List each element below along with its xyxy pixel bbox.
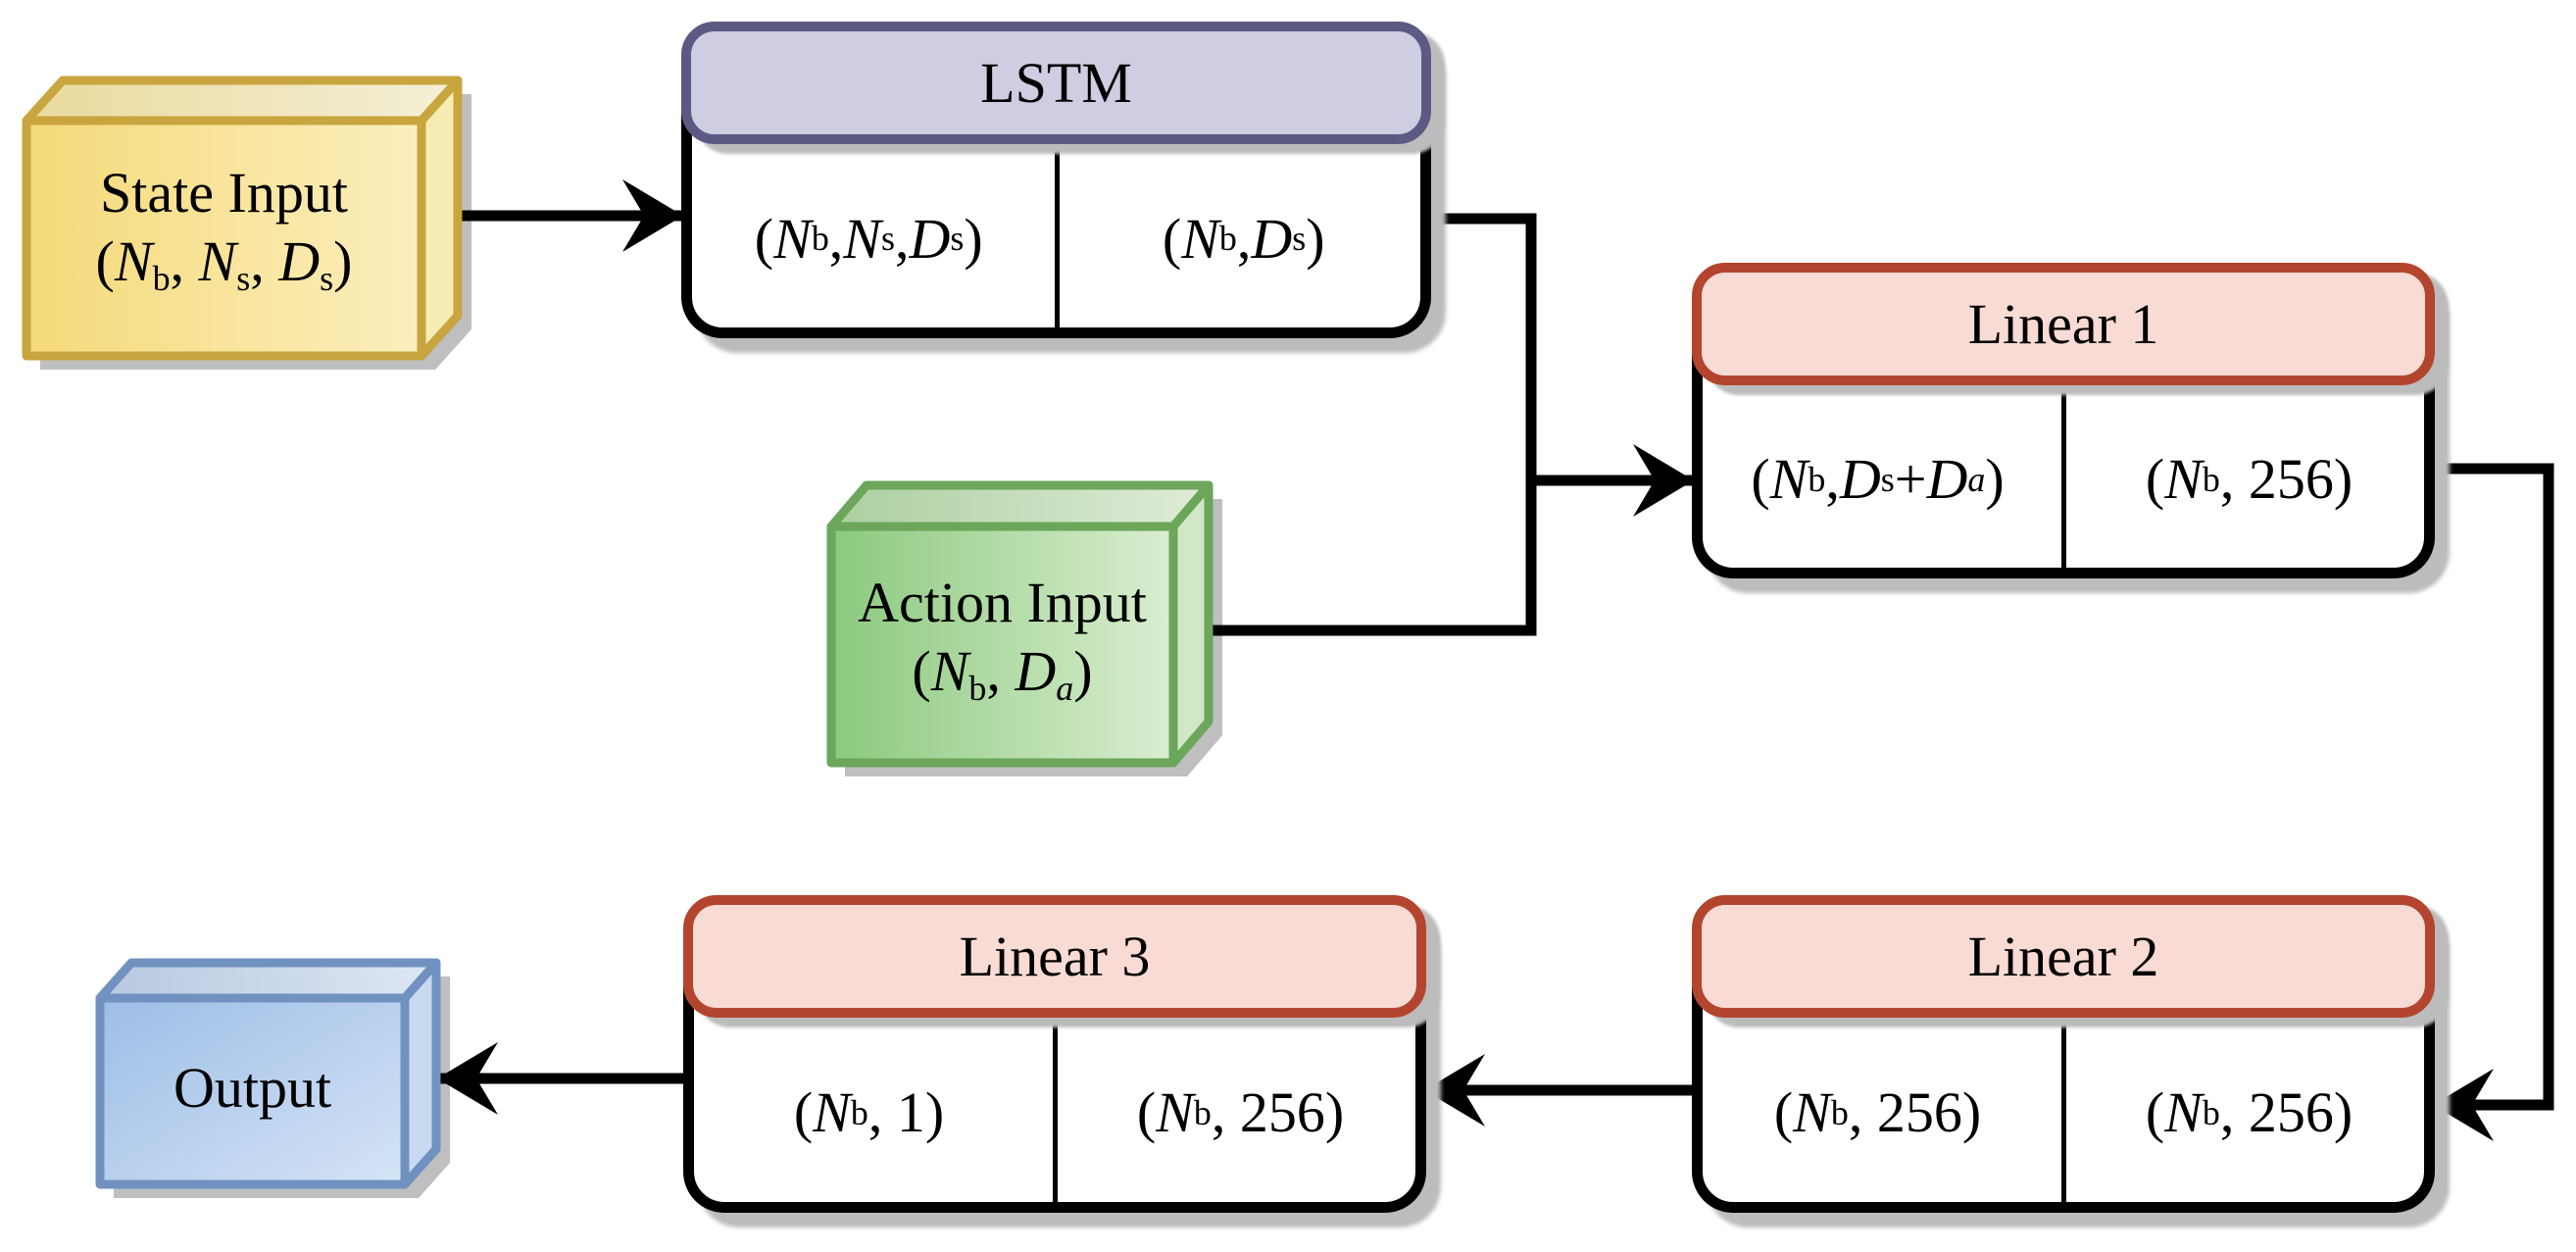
linear3-cell-divider <box>1053 1018 1058 1202</box>
connector-lstm-to-junction <box>1209 213 1537 636</box>
action-input-title: Action Input <box>858 571 1147 634</box>
linear1-cell-divider <box>2061 385 2066 568</box>
output-front-face <box>95 993 410 1189</box>
state-input-label: State Input (Nb, Ns, Ds) <box>26 159 421 296</box>
action-input-top-face <box>826 480 1214 531</box>
arrow-linear1-to-linear2 <box>2433 463 2554 1141</box>
lstm-cell-divider <box>1054 144 1060 327</box>
output-label: Output <box>100 1054 405 1123</box>
linear2-cell-divider <box>2061 1018 2066 1202</box>
action-input-box <box>826 480 1214 768</box>
linear2-header: Linear 2 <box>1692 895 2435 1018</box>
output-box <box>95 958 441 1189</box>
state-input-side-face <box>417 75 463 361</box>
linear1-header: Linear 1 <box>1692 263 2435 385</box>
action-input-dims: (Nb, Da) <box>912 639 1093 709</box>
linear3-header: Linear 3 <box>683 895 1426 1018</box>
state-input-dims: (Nb, Ns, Ds) <box>95 229 353 299</box>
output-title: Output <box>173 1056 332 1120</box>
lstm-header: LSTM <box>681 22 1431 144</box>
state-input-title: State Input <box>100 161 348 225</box>
action-input-label: Action Input (Nb, Da) <box>831 569 1173 706</box>
action-input-front-face <box>826 522 1178 768</box>
state-input-front-face <box>22 116 426 361</box>
output-side-face <box>400 958 441 1189</box>
action-input-side-face <box>1168 480 1214 768</box>
state-input-box <box>22 75 463 361</box>
output-top-face <box>95 958 441 1003</box>
state-input-top-face <box>22 75 463 125</box>
